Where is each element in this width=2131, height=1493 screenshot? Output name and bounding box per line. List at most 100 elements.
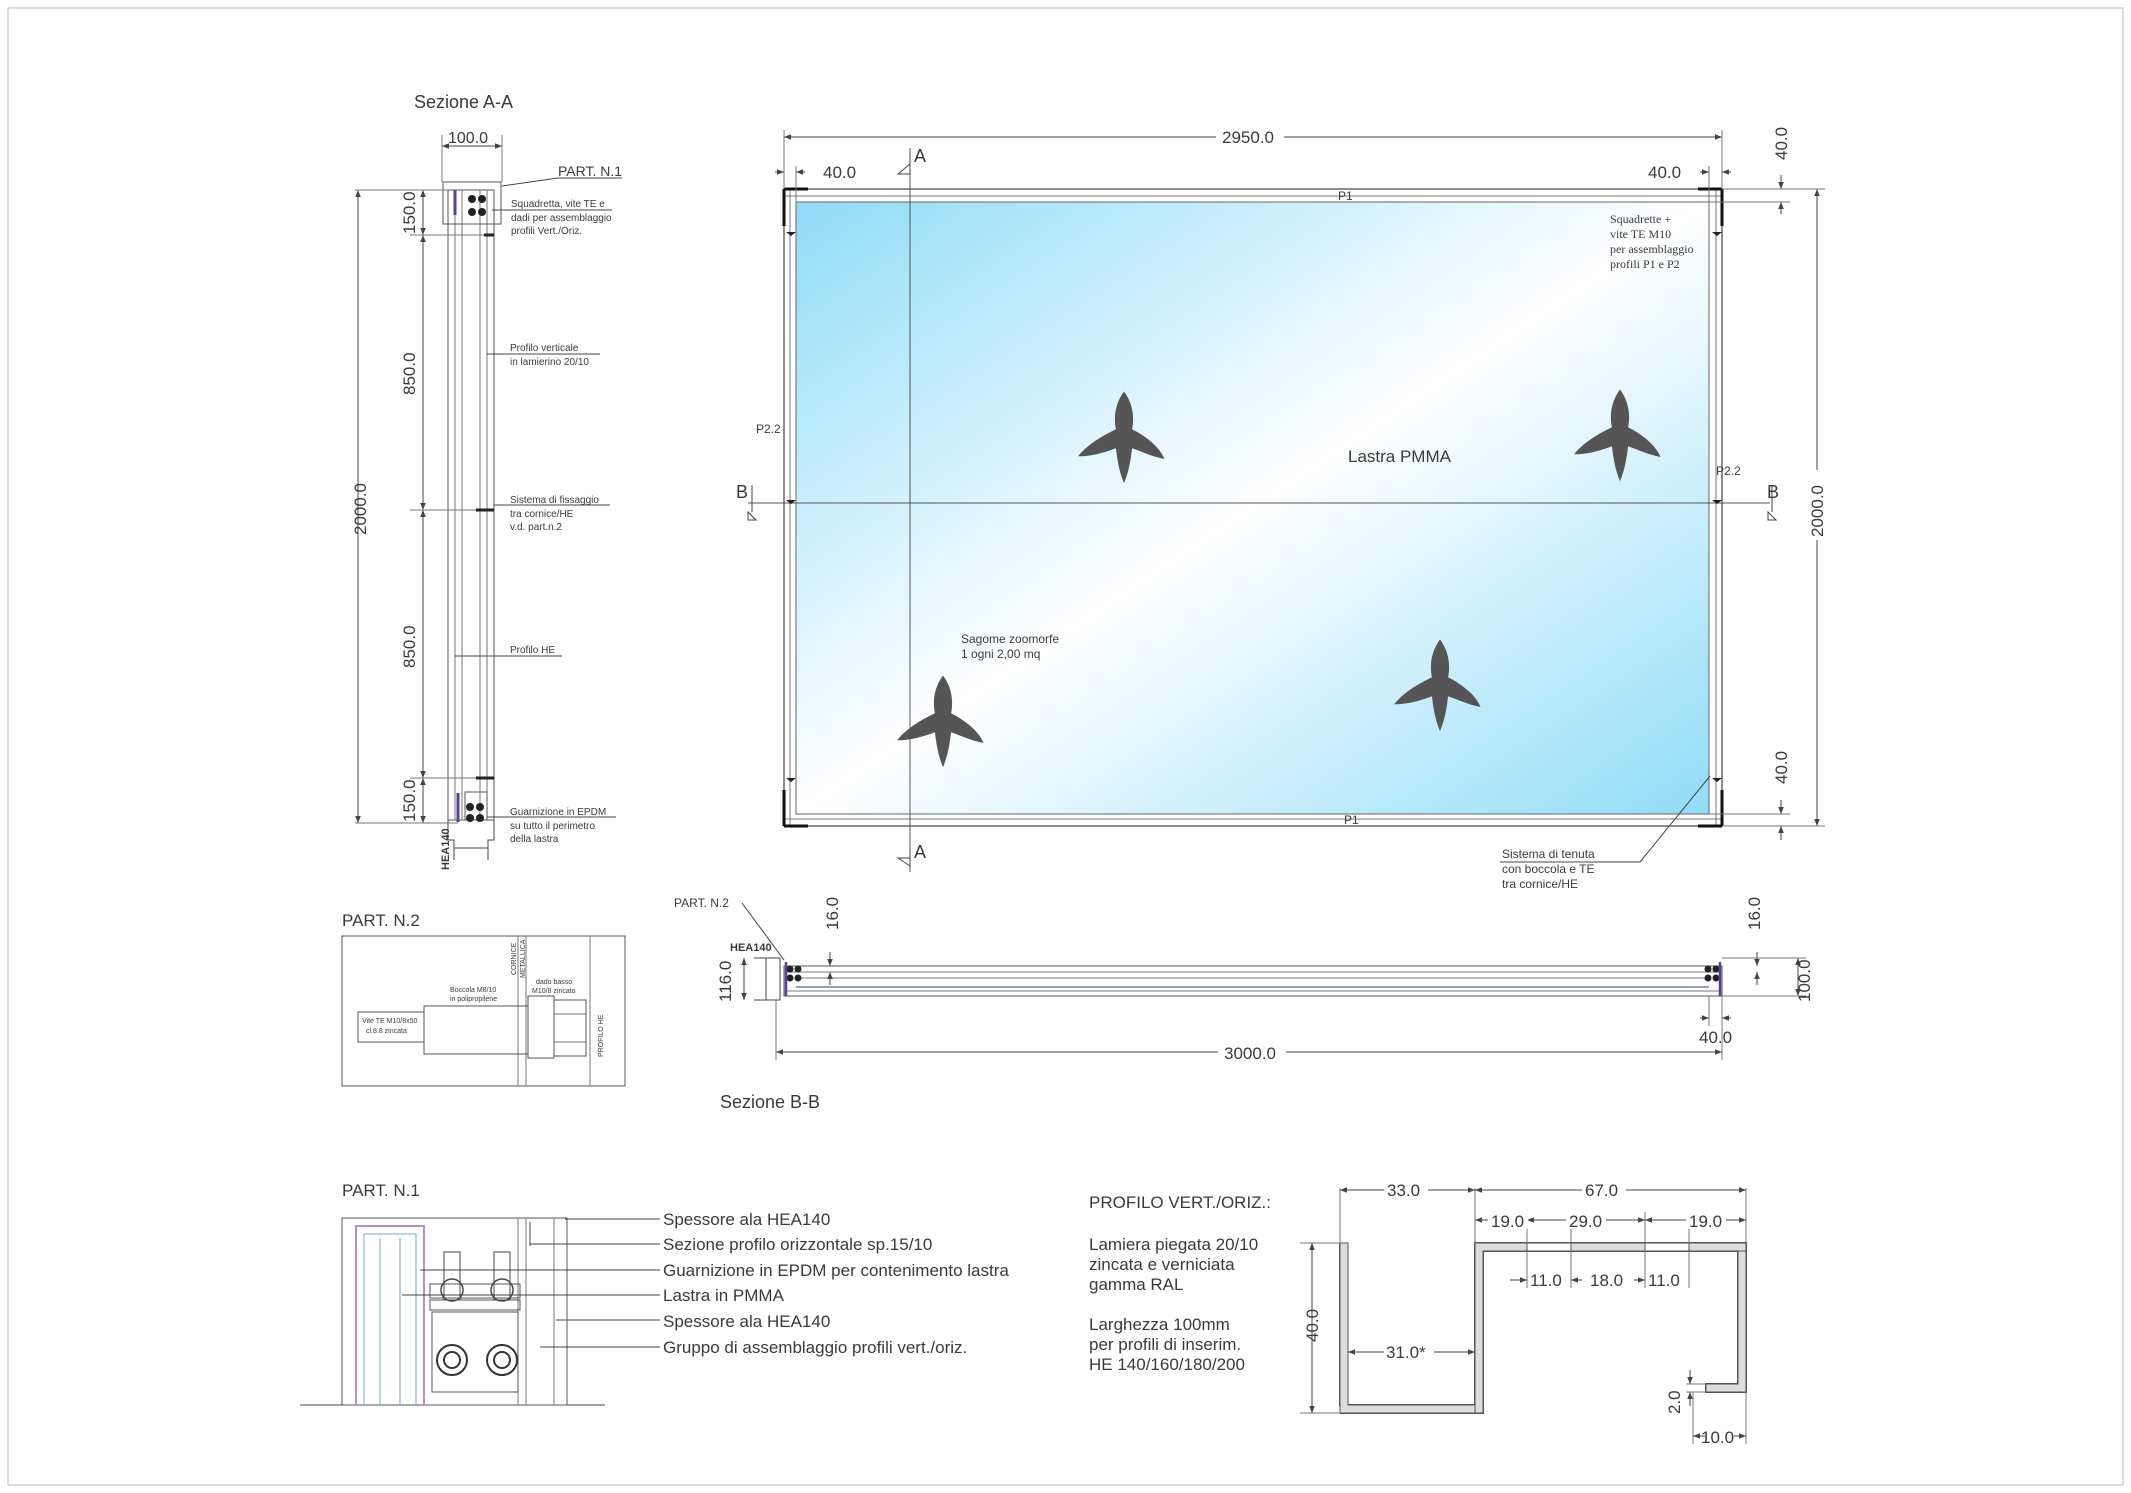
section-aa: Sezione A-A 100.0 150.0 [351, 92, 622, 870]
section-bb: PART. N.2 HEA140 116.0 16.0 16.0 100.0 [674, 896, 1814, 1112]
profile-dim-33: 33.0 [1387, 1181, 1420, 1200]
section-aa-callout-squadretta-1: Squadretta, vite TE e [511, 199, 605, 210]
profile-title: PROFILO VERT./ORIZ.: [1089, 1193, 1271, 1212]
tenuta-note-1: Sistema di tenuta [1502, 847, 1595, 861]
elevation-dim-right: 40.0 [1648, 163, 1681, 182]
elevation-dim-bottom: 40.0 [1772, 751, 1791, 784]
part2-profilo-he: PROFILO HE [598, 1014, 605, 1057]
section-aa-callout-part: PART. N.1 [558, 163, 622, 179]
profile-shape [1339, 1242, 1747, 1414]
section-aa-dim-upper: 850.0 [400, 352, 419, 395]
label-p22-left: P2.2 [756, 422, 781, 436]
profile-material-1: Lamiera piegata 20/10 [1089, 1235, 1258, 1254]
part1-item-6: Gruppo di assemblaggio profili vert./ori… [663, 1338, 967, 1357]
section-aa-top-box [442, 181, 502, 225]
profile-dim-11b: 11.0 [1648, 1271, 1680, 1290]
elevation-dim-height: 2000.0 [1808, 485, 1827, 537]
part1-item-1: Spessore ala HEA140 [663, 1210, 830, 1229]
section-aa-dim-width: 100.0 [448, 130, 488, 147]
profile-dim-2: 2.0 [1665, 1390, 1684, 1414]
section-aa-callout-sistema-2: tra cornice/HE [510, 509, 574, 520]
label-p22-right: P2.2 [1716, 464, 1741, 478]
section-bb-dim-right-width: 40.0 [1699, 1028, 1732, 1047]
section-aa-title: Sezione A-A [414, 92, 513, 112]
profile-dim-31: 31.0* [1386, 1343, 1426, 1362]
tenuta-note-3: tra cornice/HE [1502, 877, 1578, 891]
elevation-dim-top: 40.0 [1772, 127, 1791, 160]
profile-dim-10: 10.0 [1701, 1428, 1734, 1447]
section-aa-dim-lower: 850.0 [400, 625, 419, 668]
section-aa-callout-sistema-3: v.d. part.n.2 [510, 522, 563, 533]
profile-dim-40: 40.0 [1303, 1309, 1322, 1342]
profile-dim-11a: 11.0 [1530, 1271, 1562, 1290]
part2-cornice-2: METALLICA [520, 939, 527, 978]
part1-item-5: Spessore ala HEA140 [663, 1312, 830, 1331]
section-aa-callout-guarnizione-1: Guarnizione in EPDM [510, 807, 606, 818]
sheet-border [7, 7, 2124, 1486]
profile-width-2: per profili di inserim. [1089, 1335, 1241, 1354]
squadrette-note-1: Squadrette + [1610, 212, 1671, 226]
section-bb-dim-left-top: 16.0 [823, 897, 842, 930]
section-b-label-right: B [1767, 482, 1779, 502]
panel-label: Lastra PMMA [1348, 447, 1452, 466]
section-b-label-left: B [736, 482, 748, 502]
profile-material-2: zincata e verniciata [1089, 1255, 1235, 1274]
section-bb-dim-total: 3000.0 [1224, 1044, 1276, 1063]
part1-title: PART. N.1 [342, 1181, 420, 1200]
part-n2-detail: PART. N.2 Vite TE M10/8x50 cl.8.8 zincat… [341, 911, 626, 1087]
section-aa-callout-guarnizione-2: su tutto il perimetro [510, 821, 595, 832]
elevation-dim-width: 2950.0 [1222, 128, 1274, 147]
section-bb-dim-height: 116.0 [716, 961, 735, 1002]
section-aa-dim-total: 2000.0 [351, 483, 370, 535]
label-p1-bottom: P1 [1344, 813, 1359, 827]
section-aa-callout-squadretta-2: dadi per assemblaggio [511, 213, 612, 224]
part-n1-detail: PART. N.1 Spessore ala HEA140 Sezione pr… [300, 1181, 1009, 1406]
sagome-note-1: Sagome zoomorfe [961, 632, 1059, 646]
label-p1-top: P1 [1338, 189, 1353, 203]
section-aa-callout-profilo-he: Profilo HE [510, 645, 555, 656]
part2-boccola-1: Boccola M8/10 [450, 987, 496, 994]
profile-dim-19b: 19.0 [1689, 1212, 1722, 1231]
part1-item-3: Guarnizione in EPDM per contenimento las… [663, 1261, 1009, 1280]
section-aa-dim-bottom: 150.0 [400, 779, 419, 822]
section-aa-profile-label: HEA140 [440, 828, 452, 870]
part2-vite-1: Vite TE M10/8x50 [362, 1018, 417, 1025]
section-bb-title: Sezione B-B [720, 1092, 820, 1112]
part2-title: PART. N.2 [342, 911, 420, 930]
squadrette-note-4: profili P1 e P2 [1610, 257, 1680, 271]
part2-vite-2: cl.8.8 zincata [366, 1028, 407, 1035]
part2-dado-1: dado basso [536, 979, 572, 986]
elevation-dim-left: 40.0 [823, 163, 856, 182]
section-aa-callout-guarnizione-3: della lastra [510, 834, 559, 845]
section-aa-callout-sistema-1: Sistema di fissaggio [510, 495, 599, 506]
profile-dim-18: 18.0 [1590, 1271, 1623, 1290]
profile-dim-29: 29.0 [1569, 1212, 1602, 1231]
profile-dim-19a: 19.0 [1491, 1212, 1524, 1231]
section-aa-callout-profilo-2: in lamierino 20/10 [510, 357, 589, 368]
profile-width-3: HE 140/160/180/200 [1089, 1355, 1245, 1374]
squadrette-note-2: vite TE M10 [1610, 227, 1671, 241]
profile-material-3: gamma RAL [1089, 1275, 1183, 1294]
squadrette-note-3: per assemblaggio [1610, 242, 1694, 256]
section-a-label-bottom: A [914, 842, 926, 862]
part2-boccola-2: in polipropilene [450, 996, 497, 1003]
part1-item-4: Lastra in PMMA [663, 1286, 785, 1305]
part2-dado-2: M10/8 zincato [532, 988, 576, 995]
section-aa-callout-squadretta-3: profili Vert./Oriz. [511, 226, 582, 237]
part1-item-2: Sezione profilo orizzontale sp.15/10 [663, 1235, 932, 1254]
section-aa-dim-top: 150.0 [400, 191, 419, 234]
profile-detail: PROFILO VERT./ORIZ.: Lamiera piegata 20/… [1089, 1180, 1747, 1447]
section-bb-dim-right-top: 16.0 [1745, 897, 1764, 930]
profile-width-1: Larghezza 100mm [1089, 1315, 1230, 1334]
section-bb-profile-label: HEA140 [730, 942, 772, 954]
tenuta-note-2: con boccola e TE [1502, 862, 1595, 876]
part2-callout: PART. N.2 [674, 896, 729, 910]
section-bb-dim-right-height: 100.0 [1795, 959, 1814, 1002]
section-a-label-top: A [914, 146, 926, 166]
part2-cornice-1: CORNICE [511, 942, 518, 975]
sagome-note-2: 1 ogni 2,00 mq [961, 647, 1040, 661]
elevation-view: A A B B 2950.0 40.0 40.0 2000.0 40.0 [736, 127, 1827, 891]
frame-outline [783, 188, 1723, 827]
section-aa-callout-profilo-1: Profilo verticale [510, 343, 579, 354]
